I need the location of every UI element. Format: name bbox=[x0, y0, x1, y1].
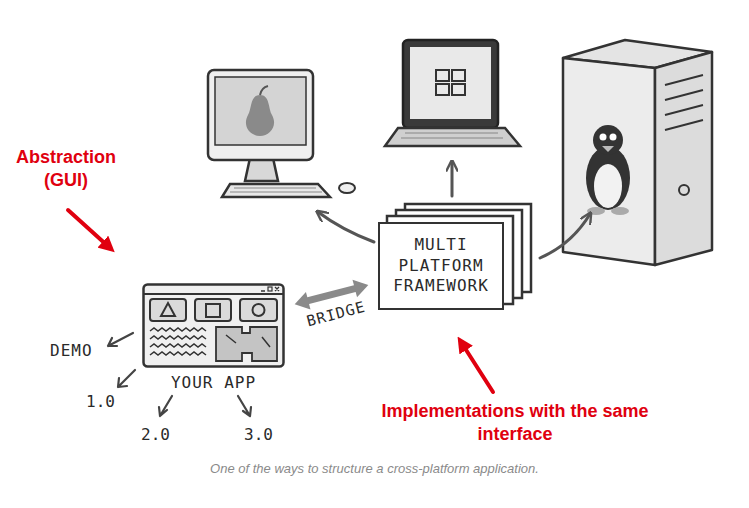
version-label: 1.0 bbox=[86, 392, 115, 411]
app-title: YOUR APP bbox=[171, 373, 256, 392]
version-label: 3.0 bbox=[244, 425, 273, 444]
annotation-text: Abstraction (GUI) bbox=[16, 146, 116, 193]
caption: One of the ways to structure a cross-pla… bbox=[0, 461, 749, 476]
framework-label: MULTI PLATFORM FRAMEWORK bbox=[393, 235, 489, 297]
windows-laptop bbox=[385, 40, 520, 146]
annotation-text: Implementations with the same interface bbox=[345, 400, 685, 447]
arrow-head bbox=[353, 280, 369, 297]
version-label: DEMO bbox=[50, 341, 93, 360]
app-window bbox=[142, 283, 285, 368]
linux-tower bbox=[563, 40, 712, 265]
mac-computer bbox=[208, 70, 355, 197]
bridge-line bbox=[306, 288, 356, 301]
framework-card: MULTI PLATFORM FRAMEWORK bbox=[378, 222, 504, 310]
arrow-head bbox=[295, 292, 311, 309]
app-window-node: YOUR APP bbox=[142, 283, 285, 368]
annotation-box: Abstraction (GUI) bbox=[0, 146, 132, 193]
bridge-label: BRIDGE bbox=[303, 297, 370, 331]
version-label: 2.0 bbox=[141, 425, 170, 444]
